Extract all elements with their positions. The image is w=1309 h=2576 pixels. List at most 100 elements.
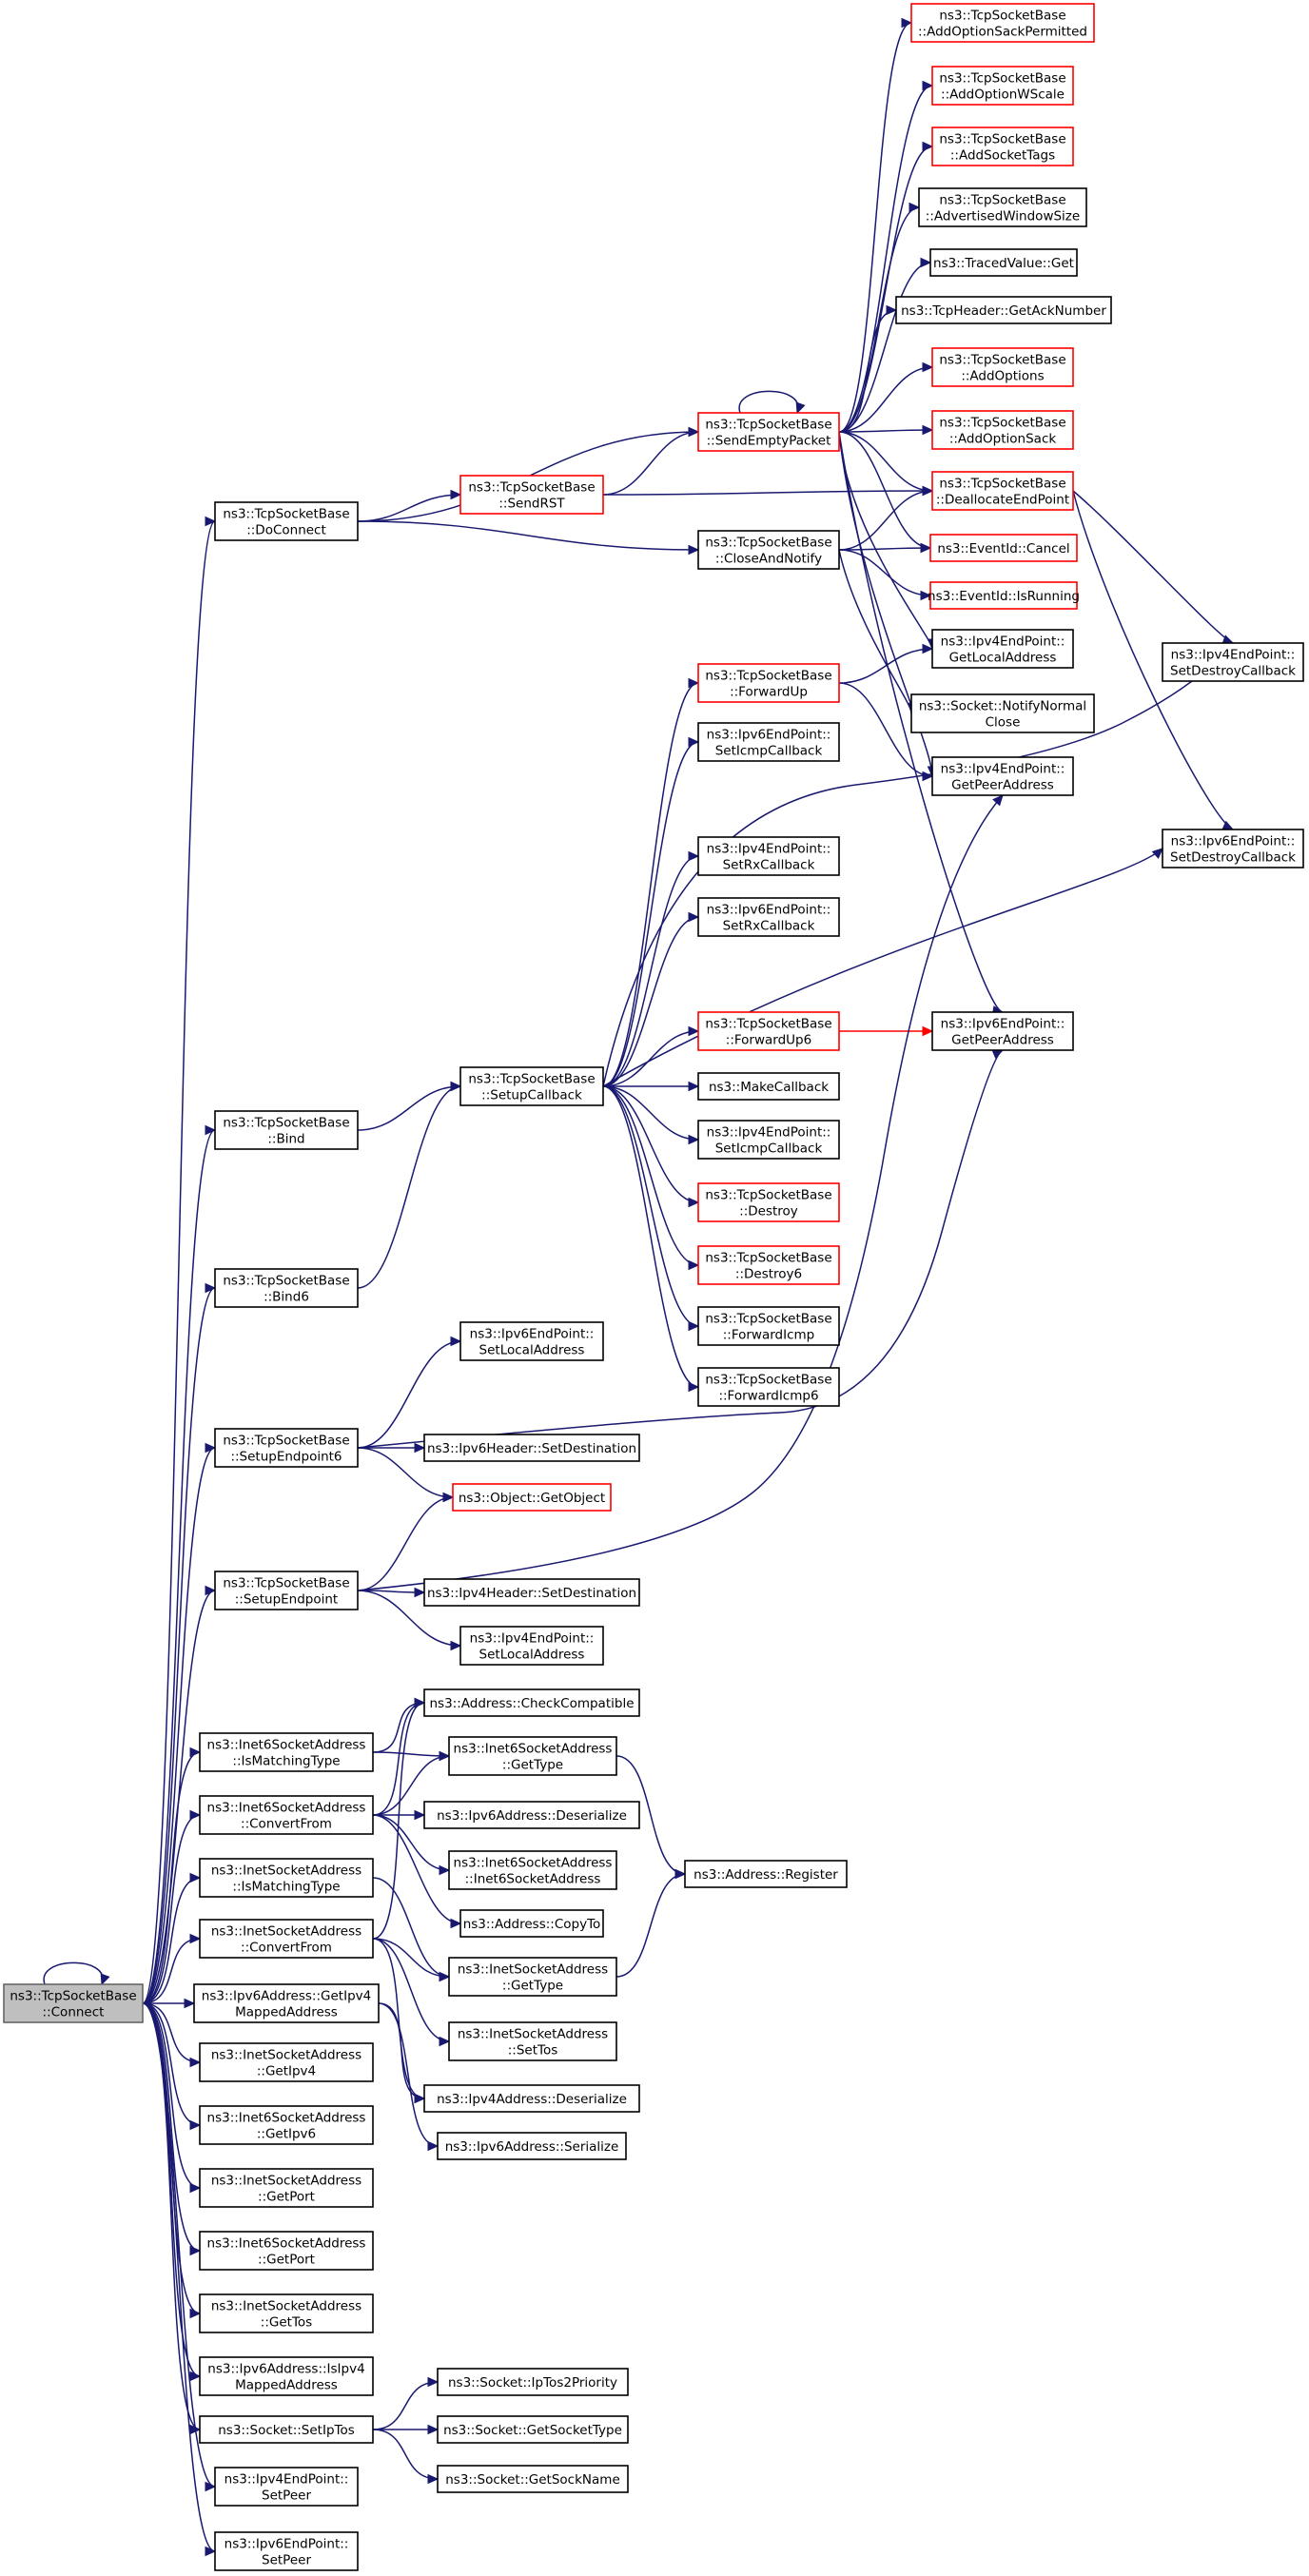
node-n39[interactable]: ns3::Object::GetObject bbox=[452, 1483, 612, 1512]
node-n34[interactable]: ns3::TcpSocketBase::Bind bbox=[214, 1110, 359, 1150]
node-n64[interactable]: ns3::Socket::IpTos2Priority bbox=[437, 2368, 629, 2396]
edge-n3-n12 bbox=[838, 424, 934, 436]
node-n47[interactable]: ns3::Ipv6Address::Deserialize bbox=[423, 1801, 640, 1829]
node-n40[interactable]: ns3::TcpSocketBase::SetupEndpoint bbox=[214, 1571, 359, 1610]
node-n69[interactable]: ns3::Ipv6EndPoint::SetPeer bbox=[214, 2531, 359, 2571]
node-n24[interactable]: ns3::Ipv4EndPoint::SetRxCallback bbox=[697, 836, 840, 876]
node-n53[interactable]: ns3::InetSocketAddress::GetType bbox=[448, 1957, 617, 1997]
node-n19[interactable]: ns3::Ipv4EndPoint::SetDestroyCallback bbox=[1162, 642, 1304, 682]
node-n59[interactable]: ns3::Inet6SocketAddress::GetIpv6 bbox=[199, 2105, 374, 2145]
edge-line bbox=[838, 206, 920, 433]
edge-n0-n46 bbox=[142, 1809, 202, 2004]
node-box bbox=[448, 2021, 617, 2061]
node-n2[interactable]: ns3::TcpSocketBase::SendRST bbox=[459, 475, 604, 515]
edge-arrowhead bbox=[189, 2182, 202, 2194]
node-n44[interactable]: ns3::Inet6SocketAddress::IsMatchingType bbox=[199, 1732, 374, 1772]
node-n46[interactable]: ns3::Inet6SocketAddress::ConvertFrom bbox=[199, 1795, 374, 1835]
node-n51[interactable]: ns3::Address::CopyTo bbox=[459, 1909, 604, 1938]
node-n56[interactable]: ns3::Ipv4Address::Deserialize bbox=[423, 2084, 640, 2113]
node-n65[interactable]: ns3::Socket::SetIpTos bbox=[199, 2415, 374, 2444]
node-label: ::AddOptionSack bbox=[949, 432, 1057, 447]
node-n66[interactable]: ns3::Socket::GetSocketType bbox=[437, 2415, 629, 2444]
edge-n1-n4 bbox=[357, 520, 700, 556]
node-n27[interactable]: ns3::TcpSocketBase::ForwardUp6 bbox=[697, 1011, 840, 1051]
edge-arrowhead bbox=[450, 489, 462, 500]
node-n26[interactable]: ns3::TcpSocketBase::SetupCallback bbox=[459, 1066, 604, 1106]
node-n30[interactable]: ns3::TcpSocketBase::Destroy bbox=[697, 1182, 840, 1222]
node-n14[interactable]: ns3::EventId::Cancel bbox=[929, 534, 1078, 562]
node-n37[interactable]: ns3::TcpSocketBase::SetupEndpoint6 bbox=[214, 1428, 359, 1468]
node-label: ns3::Ipv6Address::Serialize bbox=[445, 2139, 619, 2155]
edge-line bbox=[838, 85, 933, 433]
node-label: ns3::Address::CopyTo bbox=[463, 1917, 601, 1932]
node-label: ::Destroy bbox=[739, 1204, 798, 1220]
node-n25[interactable]: ns3::Ipv6EndPoint::SetRxCallback bbox=[697, 897, 840, 937]
node-n11[interactable]: ns3::TcpSocketBase::AddOptions bbox=[931, 347, 1074, 387]
node-n5[interactable]: ns3::TcpSocketBase::AddOptionSackPermitt… bbox=[910, 3, 1095, 43]
node-n8[interactable]: ns3::TcpSocketBase::AdvertisedWindowSize bbox=[918, 187, 1087, 227]
node-n16[interactable]: ns3::Ipv4EndPoint::GetLocalAddress bbox=[931, 629, 1074, 669]
node-n9[interactable]: ns3::TracedValue::Get bbox=[929, 248, 1078, 277]
node-n38[interactable]: ns3::Ipv6Header::SetDestination bbox=[423, 1434, 640, 1462]
node-n29[interactable]: ns3::Ipv4EndPoint::SetIcmpCallback bbox=[697, 1120, 840, 1160]
node-n22[interactable]: ns3::TcpSocketBase::ForwardUp bbox=[697, 663, 840, 703]
node-n7[interactable]: ns3::TcpSocketBase::AddSocketTags bbox=[931, 127, 1074, 166]
node-label: ns3::InetSocketAddress bbox=[211, 1864, 361, 1879]
node-n32[interactable]: ns3::TcpSocketBase::ForwardIcmp bbox=[697, 1306, 840, 1346]
node-box bbox=[697, 836, 840, 876]
node-n0[interactable]: ns3::TcpSocketBase::Connect bbox=[3, 1983, 144, 2023]
node-n61[interactable]: ns3::Inet6SocketAddress::GetPort bbox=[199, 2231, 374, 2271]
edge-line bbox=[838, 682, 933, 777]
edge-n27-n21 bbox=[838, 1025, 934, 1037]
node-n23[interactable]: ns3::Ipv6EndPoint::SetIcmpCallback bbox=[697, 722, 840, 762]
node-n41[interactable]: ns3::Ipv4Header::SetDestination bbox=[423, 1578, 640, 1607]
edge-line bbox=[1072, 490, 1234, 830]
node-box bbox=[910, 693, 1095, 733]
node-label: ::SetupEndpoint6 bbox=[230, 1450, 342, 1465]
node-n58[interactable]: ns3::Ipv6Address::Serialize bbox=[437, 2132, 627, 2160]
node-n45[interactable]: ns3::Inet6SocketAddress::GetType bbox=[448, 1736, 617, 1776]
node-n21[interactable]: ns3::Ipv6EndPoint::GetPeerAddress bbox=[931, 1011, 1074, 1051]
node-n4[interactable]: ns3::TcpSocketBase::CloseAndNotify bbox=[697, 530, 840, 570]
node-label: ns3::Socket::IpTos2Priority bbox=[448, 2375, 617, 2391]
node-n31[interactable]: ns3::TcpSocketBase::Destroy6 bbox=[697, 1245, 840, 1285]
node-n36[interactable]: ns3::Ipv6EndPoint::SetLocalAddress bbox=[459, 1321, 604, 1361]
node-n15[interactable]: ns3::EventId::IsRunning bbox=[928, 581, 1080, 610]
node-label: ns3::Ipv4Address::Deserialize bbox=[437, 2092, 627, 2107]
node-label: ns3::TcpSocketBase bbox=[939, 353, 1065, 368]
node-n43[interactable]: ns3::Address::CheckCompatible bbox=[423, 1688, 640, 1717]
edge-line bbox=[602, 1085, 699, 1388]
edge-line bbox=[602, 1030, 699, 1087]
node-n68[interactable]: ns3::Ipv4EndPoint::SetPeer bbox=[214, 2467, 359, 2507]
edge-line bbox=[602, 682, 699, 1087]
node-n55[interactable]: ns3::InetSocketAddress::SetTos bbox=[448, 2021, 617, 2061]
node-n48[interactable]: ns3::Inet6SocketAddress::Inet6SocketAddr… bbox=[448, 1850, 617, 1890]
node-n6[interactable]: ns3::TcpSocketBase::AddOptionWScale bbox=[931, 66, 1074, 106]
node-n10[interactable]: ns3::TcpHeader::GetAckNumber bbox=[895, 296, 1112, 324]
node-n20[interactable]: ns3::Ipv6EndPoint::SetDestroyCallback bbox=[1162, 829, 1304, 868]
node-label: ns3::Ipv6EndPoint:: bbox=[707, 728, 831, 743]
node-label: ns3::TracedValue::Get bbox=[933, 256, 1074, 271]
node-n33[interactable]: ns3::TcpSocketBase::ForwardIcmp6 bbox=[697, 1367, 840, 1407]
node-n57[interactable]: ns3::InetSocketAddress::GetIpv4 bbox=[199, 2042, 374, 2082]
node-n18[interactable]: ns3::Ipv4EndPoint::GetPeerAddress bbox=[931, 756, 1074, 796]
node-n42[interactable]: ns3::Ipv4EndPoint::SetLocalAddress bbox=[459, 1626, 604, 1666]
edge-arrowhead bbox=[205, 516, 217, 527]
node-n35[interactable]: ns3::TcpSocketBase::Bind6 bbox=[214, 1268, 359, 1308]
node-n62[interactable]: ns3::InetSocketAddress::GetTos bbox=[199, 2293, 374, 2333]
node-n60[interactable]: ns3::InetSocketAddress::GetPort bbox=[199, 2168, 374, 2208]
edge-arrowhead bbox=[920, 257, 932, 268]
node-n50[interactable]: ns3::InetSocketAddress::IsMatchingType bbox=[199, 1858, 374, 1898]
node-n52[interactable]: ns3::InetSocketAddress::ConvertFrom bbox=[199, 1919, 374, 1959]
node-n13[interactable]: ns3::TcpSocketBase::DeallocateEndPoint bbox=[931, 471, 1074, 511]
node-n28[interactable]: ns3::MakeCallback bbox=[697, 1072, 840, 1101]
node-n67[interactable]: ns3::Socket::GetSockName bbox=[437, 2465, 629, 2493]
node-n3[interactable]: ns3::TcpSocketBase::SendEmptyPacket bbox=[697, 412, 840, 452]
node-box bbox=[199, 2231, 374, 2271]
node-n1[interactable]: ns3::TcpSocketBase::DoConnect bbox=[214, 501, 359, 541]
node-n49[interactable]: ns3::Address::Register bbox=[684, 1860, 848, 1888]
node-n12[interactable]: ns3::TcpSocketBase::AddOptionSack bbox=[931, 410, 1074, 450]
